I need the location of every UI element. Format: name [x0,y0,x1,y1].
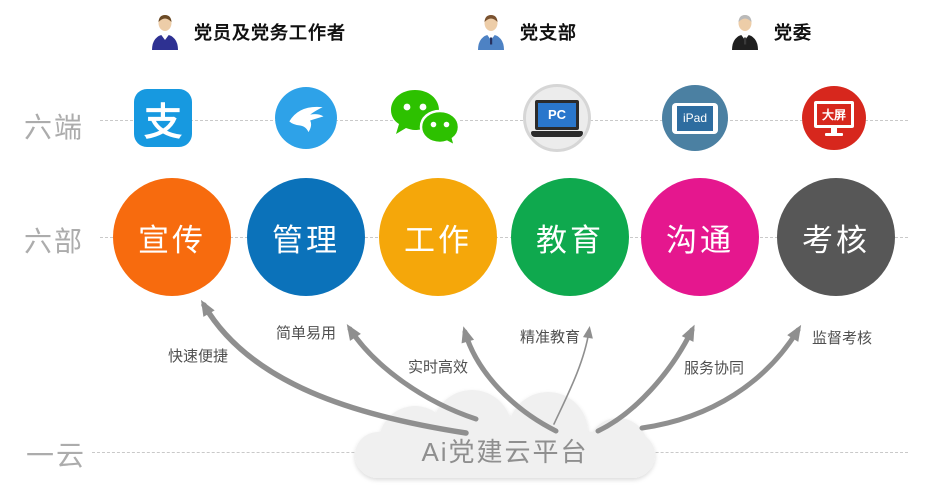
big-screen-icon: 大屏 [802,86,866,150]
big-screen-display: 大屏 [814,100,854,128]
dept-label: 管理 [272,222,340,258]
person-member-icon [152,15,178,50]
terminals-row-dashed-line [100,120,908,121]
benefit-label-supervision: 监督考核 [812,330,873,347]
dingtalk-wing-glyph [289,106,324,133]
dept-label: 工作 [404,222,472,258]
dingtalk-icon [275,87,337,149]
cloud-platform-label: Ai党建云平台 [421,437,589,467]
dept-circle-education: 教育 [511,178,629,296]
audience-branch: 党支部 [476,12,577,52]
ipad-label: iPad [682,111,708,125]
departments-row-dashed-line [100,237,908,238]
alipay-icon: 支 [134,89,192,147]
ipad-icon: iPad [662,85,728,151]
benefit-label-precise: 精准教育 [520,329,581,346]
person-branch-icon [478,15,504,50]
pc-label: PC [547,107,567,122]
pc-icon: PC [523,84,591,152]
benefit-label-fast: 快速便捷 [168,348,229,365]
audience-branch-label: 党支部 [520,23,577,43]
dept-circle-assessment: 考核 [777,178,895,296]
benefit-label-easy: 简单易用 [276,325,337,342]
benefit-label-collaboration: 服务协同 [684,360,745,377]
dept-circle-communication: 沟通 [641,178,759,296]
dept-label: 教育 [536,222,604,258]
row-label-departments: 六部 [24,226,85,257]
dept-label: 沟通 [666,222,734,258]
audience-members-label: 党员及党务工作者 [194,23,346,43]
pc-keyboard-base [531,130,583,137]
big-screen-label: 大屏 [821,107,846,122]
big-screen-monitor: 大屏 [814,100,854,136]
audience-committee-label: 党委 [774,23,812,43]
row-label-terminals: 六端 [24,112,85,143]
benefit-label-realtime: 实时高效 [408,359,469,376]
audience-committee: 党委 [730,12,812,52]
ipad-screen: iPad [677,105,713,131]
dept-circle-work: 工作 [379,178,497,296]
ipad-frame: iPad [672,102,718,134]
person-committee-icon [732,15,758,50]
wechat-icon [391,90,461,149]
row-label-cloud: 一云 [26,440,87,471]
dept-label: 考核 [802,222,870,258]
alipay-glyph: 支 [143,101,182,144]
audience-members: 党员及党务工作者 [150,12,346,52]
pc-screen: PC [535,99,579,130]
dept-circle-propaganda: 宣传 [113,178,231,296]
dept-circle-management: 管理 [247,178,365,296]
big-screen-stand-base [825,132,843,136]
dept-label: 宣传 [138,222,206,258]
big-screen-stand [831,127,837,133]
